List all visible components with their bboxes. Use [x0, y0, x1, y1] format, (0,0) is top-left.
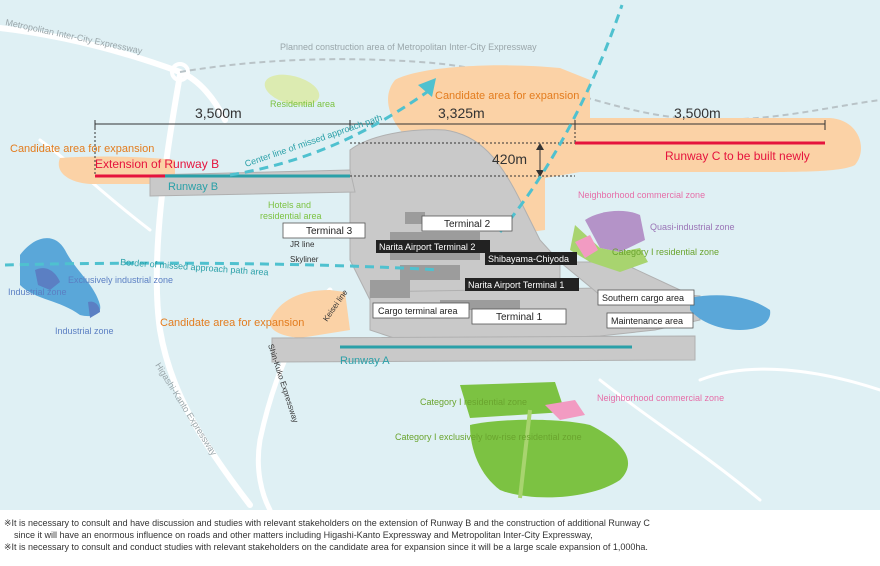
maintenance-label: Maintenance area [611, 316, 683, 326]
category1-bottom-label: Category I residential zone [420, 397, 527, 407]
runway-a-label: Runway A [340, 355, 390, 367]
terminal3-label: Terminal 3 [306, 226, 353, 237]
neighborhood-top-patch [575, 235, 598, 258]
cargo-box [372, 302, 470, 319]
structure-4 [370, 280, 410, 298]
runway-c-label: Runway C to be built newly [665, 149, 810, 163]
cargo-label: Cargo terminal area [378, 306, 458, 316]
planned-expressway-label: Planned construction area of Metropolita… [280, 42, 537, 52]
narita-t2-label: Narita Airport Terminal 2 [379, 242, 475, 252]
distance-c-label: 3,500m [674, 105, 721, 121]
narita-t1-label: Narita Airport Terminal 1 [468, 280, 564, 290]
higashi-kanto-road [153, 72, 253, 508]
zoning-bottom [460, 382, 629, 499]
quasi-industrial-label: Quasi-industrial zone [650, 222, 735, 232]
category1-right-label: Category I residential zone [612, 247, 719, 257]
hotels-label-2: residential area [260, 211, 322, 221]
structure-2 [400, 265, 460, 280]
local-road-1 [38, 138, 152, 232]
zoning-right [570, 210, 648, 272]
category1-bottom-patch [460, 382, 565, 418]
shibayama-tag [485, 252, 577, 265]
upper-right-path [498, 4, 624, 233]
category1-right-patch [570, 225, 648, 272]
expansion-left-label: Candidate area for expansion [10, 143, 154, 155]
industrial-zone-left [20, 238, 101, 318]
water-left [20, 238, 101, 317]
footnote-1: ※It is necessary to consult and have dis… [4, 518, 650, 528]
interchange [170, 62, 190, 82]
offset-arrow-down [536, 170, 544, 177]
jr-line-label: JR line [290, 240, 315, 249]
hotels-label-1: Hotels and [268, 200, 311, 210]
narita-t2-tag [376, 240, 490, 253]
residential-area-label: Residential area [270, 99, 335, 109]
offset-arrow-up [536, 143, 544, 150]
southern-cargo-label: Southern cargo area [602, 293, 684, 303]
industrial-patch-left [35, 268, 60, 290]
neighborhood-bottom-patch [545, 400, 585, 420]
residential-area-patch [264, 74, 320, 106]
center-line-path [229, 88, 431, 177]
low-rise-patch [470, 419, 629, 498]
structure-3 [440, 300, 520, 310]
expansion-top-label: Candidate area for expansion [435, 90, 579, 102]
maintenance-box [606, 312, 694, 329]
footnote-2: since it will have an enormous influence… [14, 530, 593, 540]
metro-expressway-road [0, 25, 228, 123]
industrial-zone-label-2: Industrial zone [55, 326, 114, 336]
narita-t1-tag [465, 278, 579, 291]
neighborhood-top-label: Neighborhood commercial zone [578, 190, 705, 200]
runways [95, 141, 825, 349]
runway-b-label: Runway B [168, 181, 218, 193]
water-right [690, 295, 771, 330]
southern-cargo-box [597, 289, 695, 306]
neighborhood-bottom-label: Neighborhood commercial zone [597, 393, 724, 403]
runway-a-strip-ground [271, 335, 696, 363]
runway-b-extension-label: Extension of Runway B [95, 157, 219, 171]
center-line-arrow [418, 78, 436, 97]
measurements [94, 120, 826, 177]
industrial-zone-label-1: Industrial zone [8, 287, 67, 297]
terminal2-box [421, 215, 513, 232]
local-road-3 [698, 367, 880, 392]
distance-b-label: 3,500m [195, 105, 242, 121]
offset-label: 420m [492, 151, 527, 167]
skyliner-label: Skyliner [290, 255, 319, 264]
facility-boxes: Terminal 2 Terminal 3 Cargo terminal are… [282, 215, 695, 329]
airport-map: Metropolitan Inter-City Expressway Plann… [0, 0, 880, 510]
missed-approach [4, 4, 624, 272]
local-road-2 [598, 378, 762, 502]
expansion-bottom-label: Candidate area for expansion [160, 317, 304, 329]
quasi-industrial-patch [585, 210, 645, 252]
terminal2-label: Terminal 2 [444, 219, 491, 230]
footnote-3: ※It is necessary to consult and conduct … [4, 542, 648, 552]
road-through-zone [518, 409, 532, 499]
terminal3-box [282, 222, 366, 239]
expansion-bottom [269, 290, 350, 338]
industrial-patch-right [88, 301, 100, 318]
distance-middle-label: 3,325m [438, 105, 485, 121]
structure-5 [405, 212, 425, 224]
shibayama-label: Shibayama-Chiyoda [488, 254, 569, 264]
exclusively-industrial-label: Exclusively industrial zone [68, 275, 173, 285]
terminal1-box [471, 308, 567, 325]
border-path [4, 261, 441, 272]
terminal1-label: Terminal 1 [496, 312, 543, 323]
station-labels: Narita Airport Terminal 2 Shibayama-Chiy… [376, 240, 579, 291]
footnotes: ※It is necessary to consult and have dis… [0, 512, 880, 566]
low-rise-label: Category I exclusively low-rise resident… [395, 432, 582, 442]
